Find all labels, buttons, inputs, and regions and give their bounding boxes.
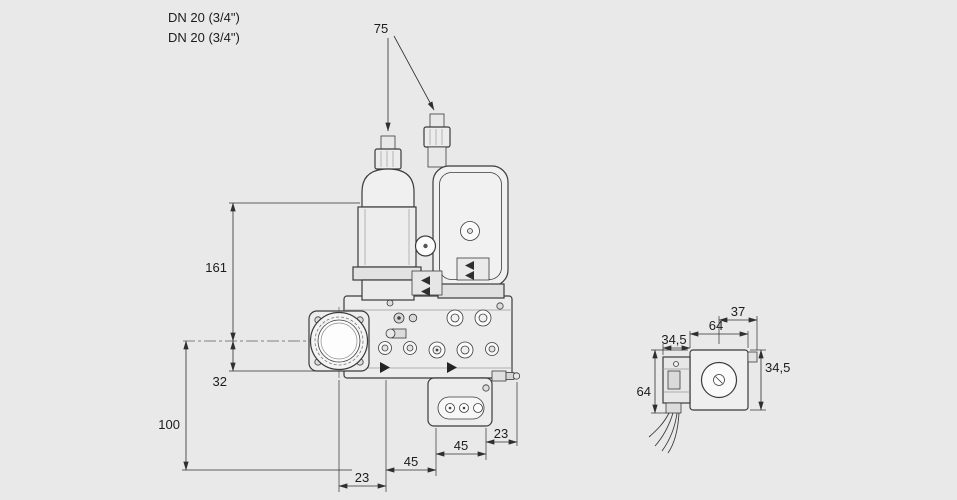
test-nipple-cap [385,328,396,339]
side-view [648,349,758,454]
cap-neck [427,146,447,168]
dimensions-main: 75 161 32 100 23 45 45 23 [158,21,518,492]
flow-direction-arrow [447,362,457,373]
dim-bottom-right-label: 23 [494,426,508,441]
port-inner-circle [478,313,488,323]
coil-shading-lines [364,209,410,265]
wire-strand [648,412,670,438]
port-dot [435,348,439,352]
pipe-size-label-1: DN 20 (3/4") [168,10,240,25]
dim-bottom-center-right-label: 45 [454,438,468,453]
dim-flange-bottom-offset-label: 32 [213,374,227,389]
actuator-base [437,283,505,299]
screw-head [496,302,504,310]
screw-head [386,299,394,307]
pipe-bore-circle [320,322,358,360]
screw-dot [397,316,401,320]
wire-strand [667,412,680,454]
dim-leader-right-cap [393,35,435,111]
solenoid-cap [423,126,451,148]
screw-slot [715,376,723,384]
dim-solenoid-spacing-label: 75 [374,21,388,36]
mounting-tab [747,351,758,363]
stub-collar [505,372,515,380]
cable-gland [665,402,682,414]
dim-bottom-left-label: 23 [355,470,369,485]
dim-height-above-axis-label: 161 [205,260,227,275]
left-solenoid [352,135,422,301]
terminal-chevron [421,287,430,296]
adjustment-hole [473,403,483,413]
dim-plug-width-label: 34,5 [661,332,686,347]
cap-thread-hatching [380,151,394,167]
pivot-dot [423,243,428,249]
cap-thread-hatching [429,129,443,145]
adjustment-dot [448,406,452,410]
terminal-chevron [465,261,474,270]
face-circle-center [467,228,473,234]
right-solenoid [423,113,509,299]
pipe-opening-inner [317,319,361,363]
dim-height-below-axis-label: 100 [158,417,180,432]
flow-direction-arrow [380,362,390,373]
coil-body [357,206,417,268]
inlet-flange [308,310,370,372]
solenoid-cap [374,148,402,170]
plug-inset [667,370,681,390]
wire-strand [661,412,678,452]
pipe-size-label-2: DN 20 (3/4") [168,30,240,45]
cap-knob [429,113,445,128]
port-inner-circle [450,313,460,323]
screw-inner [406,344,414,352]
terminal-connectors [411,235,490,296]
stub-body [491,370,507,382]
terminal-chevron [421,276,430,285]
dim-body-height-label: 34,5 [765,360,790,375]
coil-base-flange [352,266,422,281]
solenoid-dome [361,168,415,208]
pipe-thread-circle [314,316,364,366]
plug-rib-lines [663,368,690,393]
valve-neck [361,279,415,301]
dimensions-side: 34,5 64 37 34,5 64 [637,304,790,414]
terminal-chevron [465,271,474,280]
dim-bottom-center-left-label: 45 [404,454,418,469]
wire-strand [654,412,674,447]
cap-knob [380,135,396,151]
screw-inner [381,344,389,352]
valve-body [343,295,513,379]
product-labels: DN 20 (3/4") DN 20 (3/4") [168,10,240,45]
pressure-tap-stub [491,370,521,382]
screw-head [408,313,418,323]
port-inner-circle [460,345,470,355]
plug-screw [673,361,679,367]
screw-inner [488,345,496,353]
dim-overall-height-label: 64 [637,384,651,399]
adjustment-dot [462,406,466,410]
stub-end [512,372,521,380]
dim-top-offset-label: 37 [731,304,745,319]
screw-head [482,384,490,392]
pressure-regulator-block [427,377,493,427]
